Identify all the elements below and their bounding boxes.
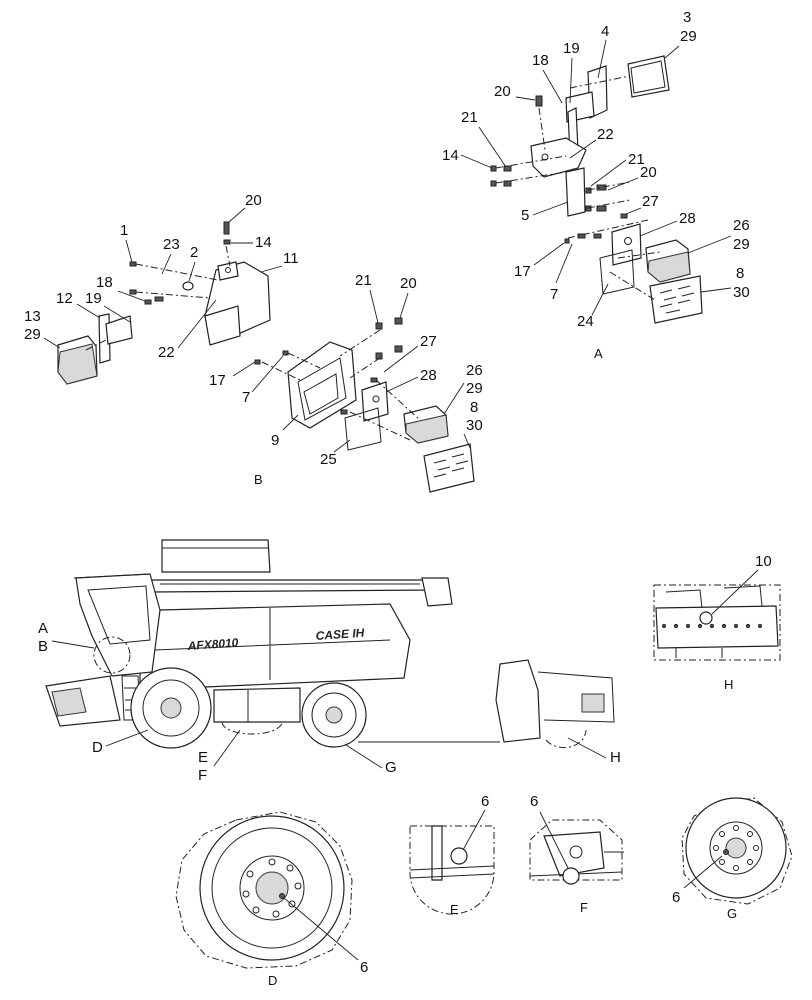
callout-23: 23: [163, 236, 180, 253]
callout-27: 27: [420, 333, 437, 350]
callout-e: E: [198, 749, 208, 766]
callout-29: 29: [680, 28, 697, 45]
callout-20: 20: [245, 192, 262, 209]
callout-7: 7: [242, 389, 250, 406]
detail-view-d: 6 D: [175, 811, 368, 988]
model-badge: AFX8010: [186, 635, 239, 653]
work-lamp-8: [649, 275, 703, 324]
callout-18: 18: [96, 274, 113, 291]
brand-badge: CASE IH: [315, 626, 365, 643]
view-e-label: E: [450, 902, 459, 917]
detail-view-f: 6 F: [529, 793, 624, 915]
callout-4: 4: [601, 23, 609, 40]
callout-22: 22: [597, 126, 614, 143]
callout-6: 6: [672, 889, 680, 906]
callout-20: 20: [400, 275, 417, 292]
detail-arc-h: [545, 729, 587, 749]
callout-13: 13: [24, 308, 41, 325]
callout-25: 25: [320, 451, 337, 468]
callout-17: 17: [209, 372, 226, 389]
callout-24: 24: [577, 313, 594, 330]
callout-f: F: [198, 767, 207, 784]
detail-circle-ab: [93, 636, 131, 674]
combine-callouts: A B D E F G H: [38, 620, 621, 784]
callout-g: G: [385, 759, 397, 776]
callout-14: 14: [255, 234, 272, 251]
callout-29: 29: [733, 236, 750, 253]
callout-28: 28: [420, 367, 437, 384]
wheel-g-bolts: [713, 825, 759, 871]
callout-28: 28: [679, 210, 696, 227]
callout-14: 14: [442, 147, 459, 164]
nut-6-f: [562, 867, 580, 885]
callout-29: 29: [24, 326, 41, 343]
callout-8: 8: [736, 265, 744, 282]
callout-20: 20: [640, 164, 657, 181]
callout-6: 6: [481, 793, 489, 810]
callout-21: 21: [461, 109, 478, 126]
callout-2: 2: [190, 244, 198, 261]
callout-21: 21: [628, 151, 645, 168]
view-b-label: B: [254, 472, 263, 487]
callout-h: H: [610, 749, 621, 766]
plate-5: [565, 167, 586, 217]
callout-17: 17: [514, 263, 531, 280]
cab: [75, 573, 161, 677]
callout-3: 3: [683, 9, 691, 26]
callout-22: 22: [158, 344, 175, 361]
detail-arc-ef: [221, 721, 283, 735]
view-d-label: D: [268, 973, 277, 988]
callout-21: 21: [355, 272, 372, 289]
callout-9: 9: [271, 432, 279, 449]
callout-7: 7: [550, 286, 558, 303]
callout-6: 6: [360, 959, 368, 976]
housing-9: [287, 341, 357, 429]
callout-19: 19: [563, 40, 580, 57]
callout-5: 5: [521, 207, 529, 224]
view-a-assembly: [490, 55, 703, 324]
callout-27: 27: [642, 193, 659, 210]
unloading-auger: [149, 579, 440, 593]
callout-18: 18: [532, 52, 549, 69]
nut-2: [182, 281, 194, 291]
callout-8: 8: [470, 399, 478, 416]
callout-1: 1: [120, 222, 128, 239]
callout-26: 26: [466, 362, 483, 379]
detail-view-e: 6 E: [409, 793, 495, 917]
combine-harvester: AFX8010 CASE IH: [45, 539, 615, 749]
callout-a: A: [38, 620, 48, 637]
gasket-25: [344, 407, 382, 451]
callout-6: 6: [530, 793, 538, 810]
callout-11: 11: [283, 250, 299, 267]
view-b-callouts: 20 1 23 2 14 11 18 12 19 13 29 22 21 20 …: [24, 192, 483, 487]
callout-30: 30: [733, 284, 750, 301]
callout-d: D: [92, 739, 103, 756]
rear-spreader: [495, 659, 541, 743]
view-a-label: A: [594, 346, 603, 361]
callout-10: 10: [755, 553, 772, 570]
callout-26: 26: [733, 217, 750, 234]
work-lamp-8-b: [423, 443, 475, 493]
detail-view-h: 10 H: [653, 553, 781, 692]
view-f-label: F: [580, 900, 588, 915]
view-a-callouts: 3 29 4 19 18 20 21 22 14 21 20 5 27 28 2…: [442, 9, 750, 361]
callout-12: 12: [56, 290, 73, 307]
callout-b: B: [38, 638, 48, 655]
view-b-assembly: [57, 221, 475, 493]
wheel-d-bolts: [242, 858, 302, 918]
nut-6-e: [450, 847, 468, 865]
callout-19: 19: [85, 290, 102, 307]
callout-29: 29: [466, 380, 483, 397]
gasket-24: [599, 249, 635, 295]
view-g-label: G: [727, 906, 737, 921]
callout-20: 20: [494, 83, 511, 100]
view-h-label: H: [724, 677, 733, 692]
detail-view-g: 6 G: [672, 797, 793, 921]
callout-30: 30: [466, 417, 483, 434]
nut-10: [699, 611, 713, 625]
